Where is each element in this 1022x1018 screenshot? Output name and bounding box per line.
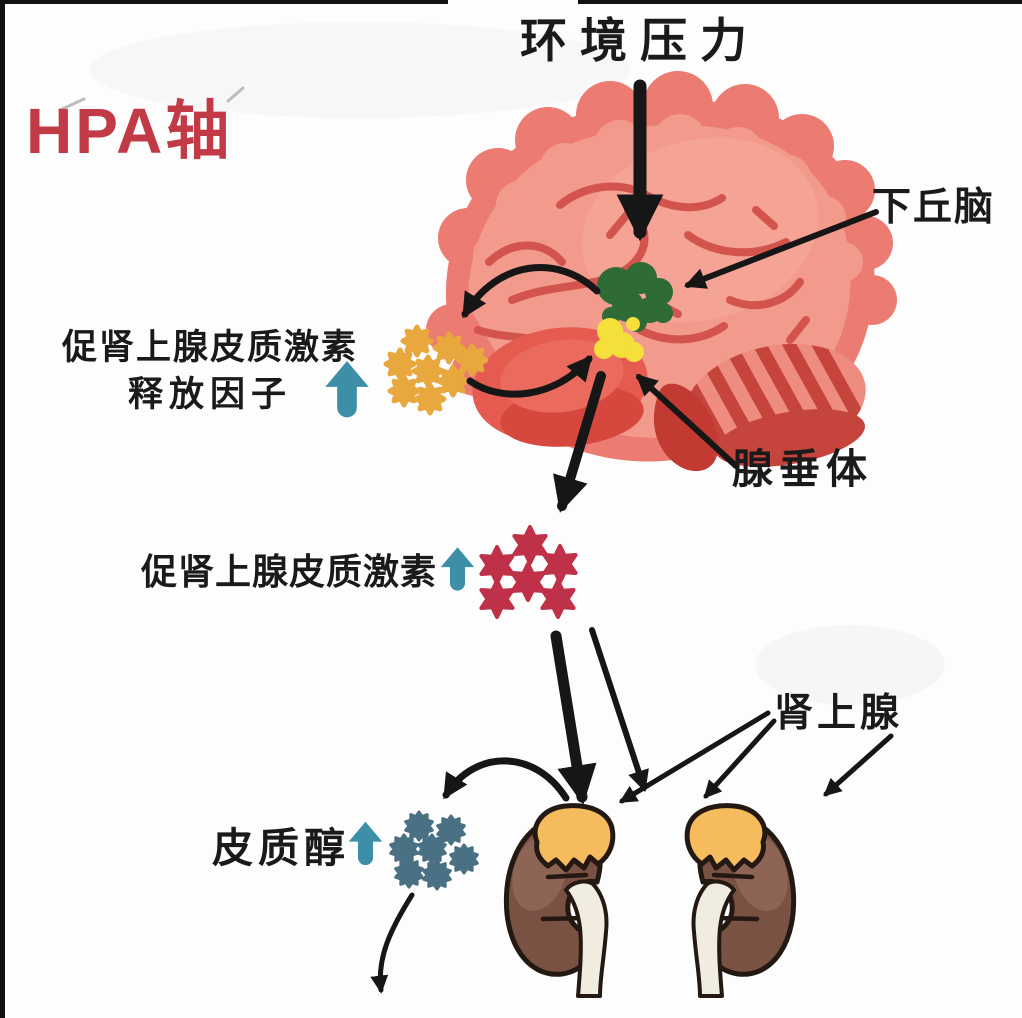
kidneys-illustration (503, 803, 797, 998)
adrenal-pointer-arrow-1 (618, 710, 771, 804)
left-adrenal-gland (532, 803, 616, 873)
paper-smudges (58, 86, 245, 112)
acth-molecules (479, 525, 578, 619)
adrenal-label: 肾上腺 (774, 692, 904, 735)
hypothalamus-pointer-arrow (683, 209, 879, 289)
adrenal-pointer-arrow-2 (703, 718, 777, 799)
hypothalamus-shape (597, 262, 673, 332)
crf-label-line1: 促肾上腺皮质激素 (62, 328, 359, 367)
adrenal-pointer-arrow-3 (823, 733, 894, 797)
right-kidney (684, 803, 797, 998)
acth-label: 促肾上腺皮质激素 (141, 551, 438, 592)
pituitary-to-acth-arrow (553, 371, 606, 513)
brain-illustration (426, 71, 897, 473)
crf-label-line2: 释放因子 (128, 375, 293, 414)
right-adrenal-gland (684, 803, 768, 873)
pituitary-label: 腺垂体 (732, 446, 873, 492)
left-kidney (503, 803, 616, 998)
cortisol-feedback-arrow (370, 892, 415, 994)
hypothalamus-label: 下丘脑 (872, 186, 996, 229)
flow-arrows (370, 79, 894, 994)
brain-cerebellum (673, 328, 877, 473)
crf-to-pituitary-arrow (466, 355, 593, 398)
cortisol-molecules (389, 810, 479, 891)
cortisol-label: 皮质醇 (212, 825, 350, 871)
acth-increase-arrow-icon (440, 547, 475, 591)
diagram-title: HPA轴 (26, 95, 233, 167)
crf-release-arrow (461, 264, 601, 319)
pituitary-pointer-arrow (635, 374, 739, 469)
crf-increase-arrow-icon (325, 361, 369, 418)
cortisol-release-arrow (442, 757, 570, 802)
acth-to-right-adrenal-arrow (589, 627, 649, 793)
pituitary-shape (594, 317, 644, 362)
cortisol-increase-arrow-icon (348, 821, 383, 866)
stress-label: 环境压力 (520, 14, 760, 67)
acth-to-adrenal-arrow (550, 630, 597, 805)
